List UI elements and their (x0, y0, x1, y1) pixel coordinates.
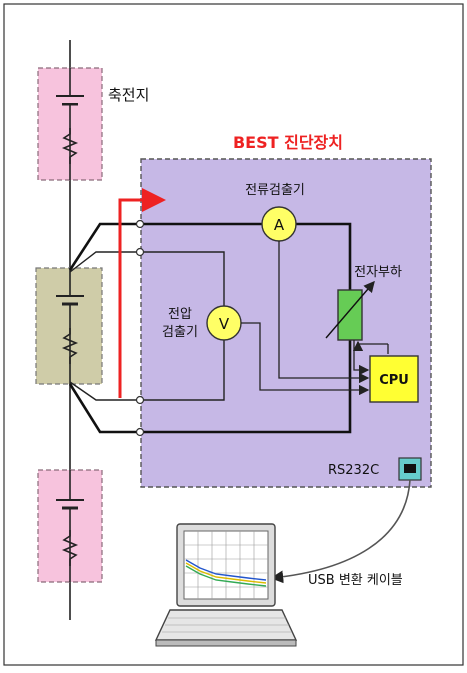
cpu-label: CPU (379, 373, 409, 388)
voltmeter-symbol: V (219, 315, 230, 333)
voltage-detector-label-1: 전압 (168, 307, 192, 322)
current-path-wires (68, 222, 352, 434)
usb-cable-label: USB 변환 케이블 (308, 573, 403, 588)
current-detector-label: 전류검출기 (245, 183, 305, 198)
rs232c-port-socket (404, 464, 416, 473)
battery-cell-top (37, 67, 103, 181)
terminals (135, 219, 145, 437)
laptop (154, 523, 298, 647)
electronic-load (325, 280, 375, 341)
battery-cell-tested (35, 267, 103, 385)
electronic-load-label: 전자부하 (354, 265, 402, 280)
cpu-control-arrow (352, 340, 388, 352)
device-title: BEST 진단장치 (233, 133, 343, 152)
rs232c-label: RS232C (328, 463, 379, 478)
voltage-sense-wires (69, 251, 225, 401)
cpu-block (369, 355, 419, 403)
ammeter-symbol: A (274, 216, 285, 234)
voltage-detector-label-2: 검출기 (162, 325, 198, 340)
signal-arrow (118, 188, 166, 398)
battery-cell-bottom (37, 469, 103, 583)
battery-label: 축전지 (108, 86, 149, 104)
usb-cable (270, 479, 411, 584)
